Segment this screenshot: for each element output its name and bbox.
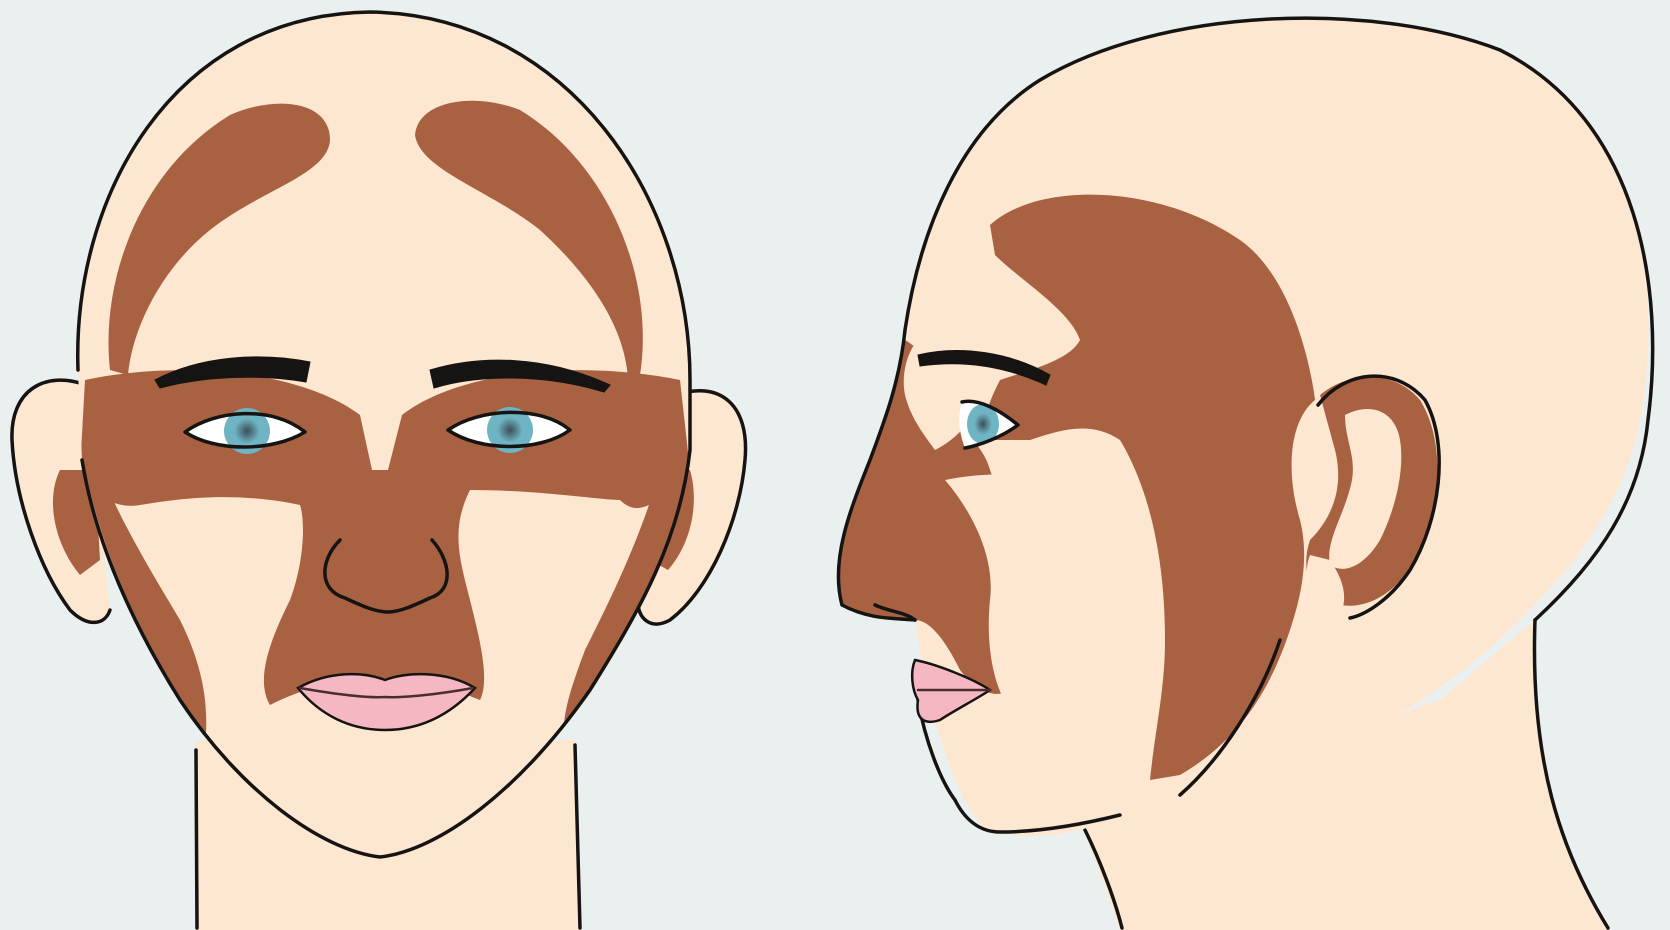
front-face-figure (12, 12, 746, 930)
front-neck-left-line (196, 750, 197, 928)
profile-pigment-patches (838, 195, 1315, 780)
profile-face-figure (838, 18, 1652, 930)
